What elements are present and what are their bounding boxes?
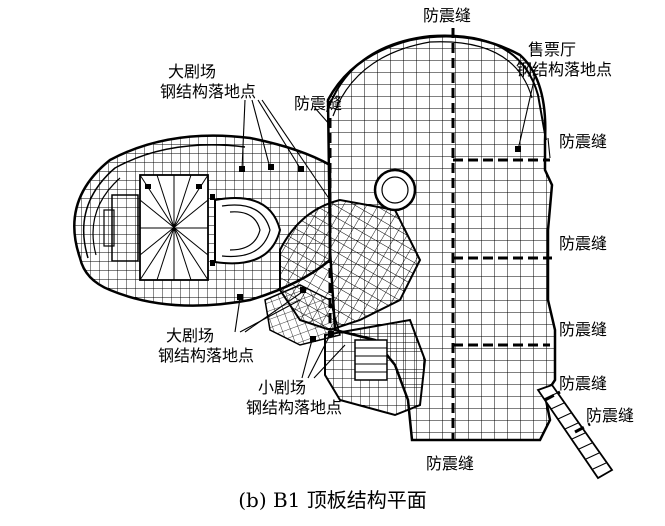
label-small-theater: 小剧场 [258, 378, 307, 397]
label-grand-theater-bottom-sub: 钢结构落地点 [158, 346, 255, 365]
label-small-theater-sub: 钢结构落地点 [246, 398, 343, 417]
label-joint-right-1: 防震缝 [559, 132, 608, 151]
landing-point-markers [237, 146, 521, 342]
small-theater-block [324, 318, 427, 417]
label-ticket-hall: 售票厅 [528, 40, 577, 59]
ticket-hall-outline [326, 34, 547, 141]
label-joint-right-2: 防震缝 [559, 234, 608, 253]
label-joint-top: 防震缝 [423, 6, 472, 25]
label-grand-theater-top: 大剧场 [168, 62, 217, 81]
grand-theater-ellipse [73, 134, 332, 307]
seismic-joints [328, 28, 591, 440]
label-joint-right-5: 防震缝 [586, 406, 635, 425]
figure-caption: (b) B1 顶板结构平面 [238, 488, 427, 512]
label-joint-right-4: 防震缝 [559, 374, 608, 393]
circular-core [373, 168, 417, 212]
leader-lines [234, 75, 551, 379]
label-grand-theater-bottom: 大剧场 [166, 326, 215, 345]
label-joint-right-3: 防震缝 [559, 320, 608, 339]
label-joint-bottom: 防震缝 [426, 454, 475, 473]
label-grand-theater-top-sub: 钢结构落地点 [160, 82, 257, 101]
label-ticket-hall-sub: 钢结构落地点 [516, 60, 613, 79]
label-joint-upper-left: 防震缝 [294, 94, 343, 113]
